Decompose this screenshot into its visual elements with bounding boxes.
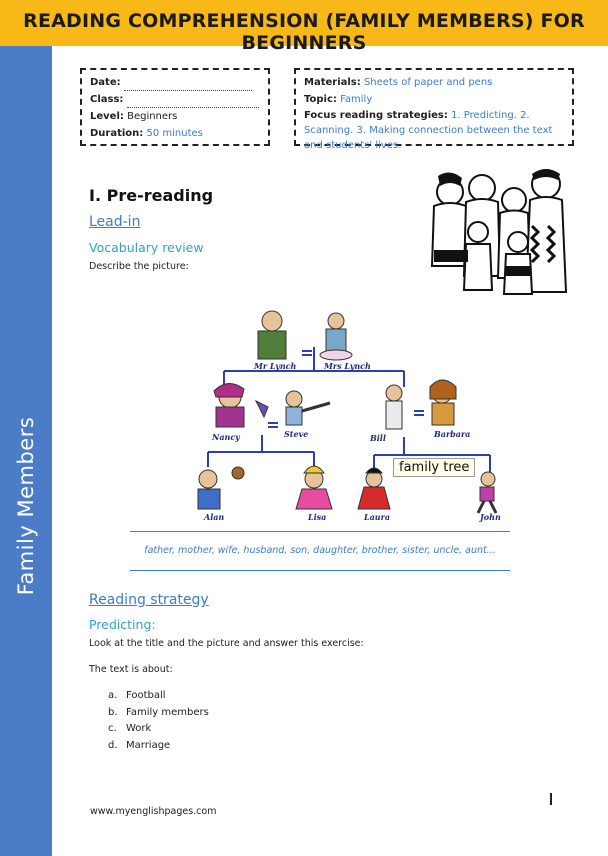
- tree-name-nancy: Nancy: [211, 432, 241, 442]
- header-bar: [0, 0, 608, 46]
- date-blank: [123, 80, 252, 91]
- answer-options-list: a. Football b. Family members c. Work d. Mar…: [108, 688, 209, 754]
- option-text: Football: [126, 690, 166, 701]
- question-text: The text is about:: [89, 664, 173, 675]
- materials-box: Materials: Sheets of paper and pens Topi…: [294, 68, 574, 151]
- duration-label: Duration:: [90, 128, 144, 139]
- sidebar: Family Members: [0, 46, 52, 856]
- lesson-info-box: Date: Class: Level: Beginners Duration: …: [80, 68, 270, 146]
- duration-value: 50 minutes: [146, 128, 203, 139]
- family-tree-tooltip: family tree: [393, 458, 476, 477]
- lead-in-link[interactable]: Lead-in: [89, 214, 141, 230]
- option-letter: b.: [108, 706, 118, 718]
- tree-name-john: John: [478, 512, 501, 522]
- tree-name-steve: Steve: [284, 429, 308, 439]
- predicting-instruction: Look at the title and the picture and an…: [89, 638, 364, 649]
- describe-instruction: Describe the picture:: [89, 261, 189, 272]
- answer-option[interactable]: d. Marriage: [108, 738, 209, 755]
- answer-option[interactable]: b. Family members: [108, 705, 209, 722]
- tree-name-mr-lynch: Mr Lynch: [253, 361, 297, 371]
- topic-value: Family: [340, 94, 373, 105]
- tree-name-laura: Laura: [363, 512, 390, 522]
- answer-option[interactable]: c. Work: [108, 721, 209, 738]
- family-tree-diagram: Mr Lynch Mrs Lynch Nancy Steve Bill Barb…: [197, 310, 501, 522]
- option-letter: a.: [108, 690, 118, 701]
- family-group-illustration: [430, 169, 568, 295]
- level-value: Beginners: [127, 111, 178, 122]
- tree-name-mrs-lynch: Mrs Lynch: [323, 361, 371, 371]
- materials-value: Sheets of paper and pens: [363, 77, 493, 88]
- materials-label: Materials:: [304, 77, 361, 88]
- date-label: Date:: [90, 77, 121, 88]
- tree-name-lisa: Lisa: [307, 512, 326, 522]
- vocab-review-heading: Vocabulary review: [89, 240, 204, 255]
- tree-name-bill: Bill: [369, 433, 386, 443]
- option-text: Marriage: [126, 739, 171, 751]
- page-marker: [550, 793, 552, 805]
- strategies-value: 1. Predicting. 2. Scanning. 3. Making co…: [304, 110, 553, 151]
- tree-name-alan: Alan: [203, 512, 224, 522]
- topic-label: Topic:: [304, 94, 337, 105]
- option-letter: c.: [108, 723, 117, 734]
- strategies-label: Focus reading strategies:: [304, 110, 448, 121]
- class-blank: [126, 97, 259, 108]
- tree-name-barbara: Barbara: [433, 429, 470, 439]
- section-heading-pre-reading: I. Pre-reading: [89, 186, 214, 205]
- option-letter: d.: [108, 739, 118, 751]
- vocabulary-word-strip: father, mother, wife, husband, son, daug…: [130, 531, 510, 571]
- page-title: READING COMPREHENSION (FAMILY MEMBERS) F…: [23, 10, 585, 54]
- option-text: Work: [126, 723, 152, 734]
- answer-option[interactable]: a. Football: [108, 688, 209, 705]
- sidebar-label: Family Members: [14, 416, 38, 596]
- level-label: Level:: [90, 111, 124, 122]
- option-text: Family members: [126, 706, 209, 718]
- class-label: Class:: [90, 94, 124, 105]
- reading-strategy-link[interactable]: Reading strategy: [89, 592, 209, 608]
- footer-url[interactable]: www.myenglishpages.com: [90, 806, 217, 817]
- predicting-heading: Predicting:: [89, 617, 156, 632]
